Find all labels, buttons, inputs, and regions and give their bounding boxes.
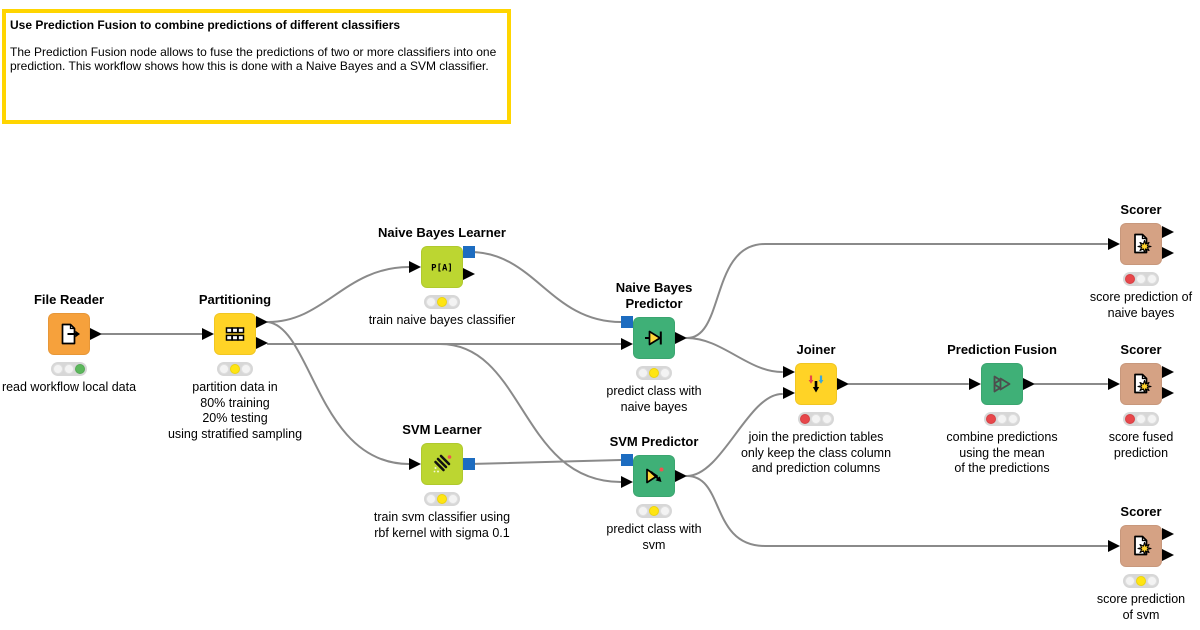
node-title: SVM Predictor xyxy=(609,434,699,449)
wire-nbpredictor-scorer-nb[interactable] xyxy=(686,243,1108,339)
output-port-top[interactable] xyxy=(1162,226,1174,238)
partitioning-icon xyxy=(225,327,245,341)
node-title: Scorer xyxy=(1120,504,1162,519)
input-port[interactable] xyxy=(1108,237,1120,250)
scorer-icon xyxy=(1134,233,1152,254)
node-title: Naive Bayes Learner xyxy=(378,225,506,240)
wire-partitioning-nblearner[interactable] xyxy=(267,266,410,323)
workflow-annotation[interactable]: Use Prediction Fusion to combine predict… xyxy=(2,9,511,124)
scorer-icon xyxy=(1134,373,1152,394)
input-port[interactable] xyxy=(621,338,633,350)
output-port-top[interactable] xyxy=(1162,366,1174,378)
node-title: Partitioning xyxy=(198,292,272,307)
output-port-train[interactable] xyxy=(256,316,268,328)
traffic-light xyxy=(1123,272,1159,286)
file-reader-icon xyxy=(61,323,80,345)
node-title: Scorer xyxy=(1120,202,1162,217)
wire-svmpredictor-joiner[interactable] xyxy=(686,393,783,477)
joiner-icon xyxy=(808,375,824,393)
output-port[interactable] xyxy=(463,268,475,280)
output-port[interactable] xyxy=(675,331,687,344)
output-port-bottom[interactable] xyxy=(1162,549,1174,561)
traffic-light xyxy=(798,412,834,426)
wire-svmpredictor-scorer-svm[interactable] xyxy=(686,475,1108,547)
node-title: Scorer xyxy=(1120,342,1162,357)
svm-learner-icon xyxy=(433,454,452,473)
traffic-light xyxy=(636,504,672,518)
model-input-port[interactable] xyxy=(621,454,633,466)
output-port-bottom[interactable] xyxy=(1162,247,1174,259)
node-title: Prediction Fusion xyxy=(947,342,1057,357)
traffic-light xyxy=(1123,412,1159,426)
wire-nbpredictor-joiner[interactable] xyxy=(686,337,783,373)
model-input-port[interactable] xyxy=(621,316,633,328)
annotation-body: The Prediction Fusion node allows to fus… xyxy=(10,45,497,73)
output-port[interactable] xyxy=(837,377,849,390)
input-port[interactable] xyxy=(621,476,633,488)
output-port-bottom[interactable] xyxy=(1162,387,1174,399)
node-title: Joiner xyxy=(796,342,836,357)
input-port[interactable] xyxy=(409,260,421,273)
model-output-port[interactable] xyxy=(463,246,475,258)
node-caption: read workflow local data xyxy=(1,380,137,394)
naive-bayes-learner-icon: P[A] xyxy=(431,264,453,274)
input-port[interactable] xyxy=(1108,377,1120,390)
input-port[interactable] xyxy=(202,327,214,340)
svm-predictor-icon xyxy=(646,467,664,484)
wire-nblearner-nbpredictor[interactable] xyxy=(469,251,622,323)
traffic-light xyxy=(636,366,672,380)
input-port-top[interactable] xyxy=(783,366,795,378)
scorer-icon xyxy=(1134,535,1152,556)
prediction-fusion-icon xyxy=(993,375,1011,393)
wire-partitioning-svmpredictor[interactable] xyxy=(267,343,622,483)
node-naive-bayes-learner[interactable]: Naive Bayes Learner P[A] train naive bay… xyxy=(369,225,516,327)
node-title: File Reader xyxy=(33,292,105,307)
annotation-title: Use Prediction Fusion to combine predict… xyxy=(10,18,401,32)
traffic-light xyxy=(217,362,253,376)
node-caption: train naive bayes classifier xyxy=(368,313,516,327)
output-port[interactable] xyxy=(675,469,687,482)
input-port[interactable] xyxy=(1108,539,1120,552)
traffic-light xyxy=(984,412,1020,426)
model-output-port[interactable] xyxy=(463,458,475,470)
traffic-light xyxy=(51,362,87,376)
wire-partitioning-svmlearner[interactable] xyxy=(267,321,410,465)
output-port-test[interactable] xyxy=(256,337,268,349)
node-title: SVM Learner xyxy=(402,422,482,437)
node-file-reader[interactable]: File Reader read workflow local data xyxy=(2,292,136,394)
output-port[interactable] xyxy=(1023,377,1035,390)
output-port-top[interactable] xyxy=(1162,528,1174,540)
traffic-light xyxy=(424,295,460,309)
output-port[interactable] xyxy=(90,327,102,340)
predictor-icon xyxy=(645,330,662,346)
svg-text:P[A]: P[A] xyxy=(431,264,453,274)
wire-svmlearner-svmpredictor[interactable] xyxy=(469,459,622,465)
input-port-bottom[interactable] xyxy=(783,387,795,399)
traffic-light xyxy=(424,492,460,506)
input-port[interactable] xyxy=(969,377,981,390)
traffic-light xyxy=(1123,574,1159,588)
input-port[interactable] xyxy=(409,457,421,470)
